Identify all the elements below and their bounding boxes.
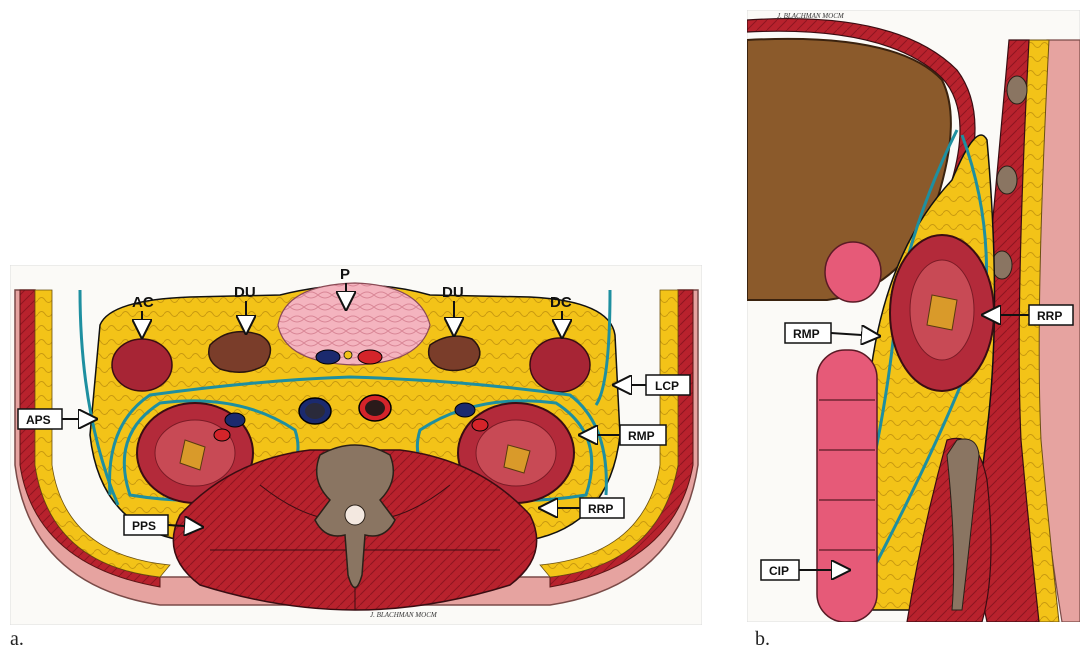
label-p: P [340,266,350,283]
label-ac: AC [132,294,154,311]
label-rmp-a: RMP [628,429,655,443]
signature-b: J. BLACHMAN MOCM [777,12,845,20]
label-dc: DC [550,294,572,311]
label-du-left: DU [234,284,256,301]
pancreas-vessel-red [358,350,382,364]
label-lcp: LCP [655,379,679,393]
pancreas-vessel-blue [316,350,340,364]
right-duodenum [429,336,480,370]
left-duodenum [209,332,271,373]
label-cip: CIP [769,564,789,578]
spinal-canal [345,505,365,525]
signature-a: J. BLACHMAN MOCM [370,611,438,619]
bowel-loop-1 [825,242,881,302]
label-pps: PPS [132,519,156,533]
label-aps: APS [26,413,51,427]
panel-letter-a: a. [10,628,24,651]
label-rrp-b: RRP [1037,309,1062,323]
bowel-column [817,350,877,622]
ascending-colon [112,339,172,391]
label-rmp-b: RMP [793,327,820,341]
label-du-right: DU [442,284,464,301]
label-rrp-a: RRP [588,502,613,516]
panel-b-sagittal-diagram: RMP RRP CIP J. BLACHMAN MOCM [747,10,1080,622]
panel-a-axial-diagram: AC DU P DU DC LCP APS RMP PPS RRP J. BLA… [10,265,702,625]
descending-colon [530,338,590,392]
pancreas [278,283,430,365]
panel-letter-b: b. [755,628,770,651]
